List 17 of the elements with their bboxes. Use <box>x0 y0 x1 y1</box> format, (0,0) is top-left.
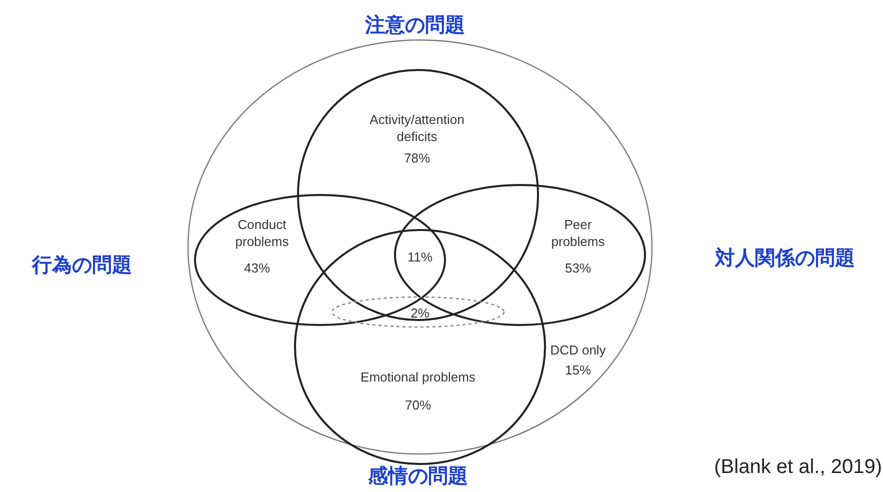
heading-label: 対人関係の問題 <box>715 244 855 272</box>
percentage-label: 78% <box>402 150 432 166</box>
percentage-label: 11% <box>407 250 433 264</box>
percentage-label: 2% <box>410 304 430 322</box>
category-label: Peer problems <box>550 216 606 250</box>
heading-label: 感情の問題 <box>368 462 468 490</box>
percentage-label: 70% <box>404 396 432 414</box>
category-label: Conduct problems <box>234 216 290 250</box>
category-label: Activity/attention deficits <box>368 111 466 145</box>
percentage-label: 53% <box>564 260 592 276</box>
percentage-label: 15% <box>564 362 592 378</box>
category-label: Emotional problems <box>360 368 476 386</box>
heading-label: 注意の問題 <box>365 12 465 38</box>
heading-label: 行為の問題 <box>32 252 132 278</box>
percentage-label: 43% <box>242 260 272 276</box>
citation: (Blank et al., 2019) <box>714 456 882 479</box>
category-label: DCD only <box>549 342 607 358</box>
